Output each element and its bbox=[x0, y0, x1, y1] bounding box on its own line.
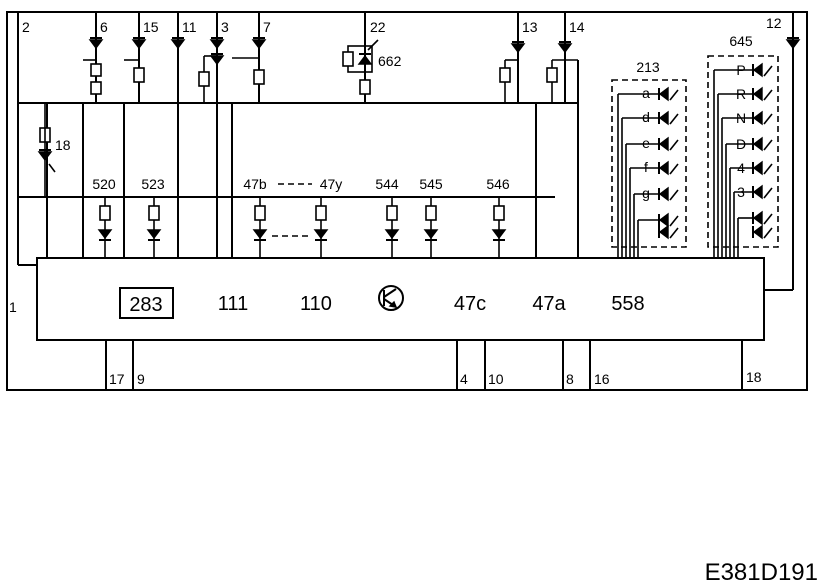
switch-645-contact-icon bbox=[763, 65, 773, 77]
component-label: 546 bbox=[486, 176, 510, 192]
led-18 bbox=[37, 103, 56, 197]
component-label: 545 bbox=[419, 176, 443, 192]
switch-645-contact-icon bbox=[752, 184, 763, 200]
module-label: 47c bbox=[454, 293, 486, 315]
switch-213-contact-icon bbox=[669, 215, 679, 227]
switch-645-contact-icon bbox=[763, 139, 773, 151]
switch-213-contact-icon bbox=[669, 113, 679, 125]
switch-213-position: e bbox=[642, 135, 650, 151]
pin-label-top: 13 bbox=[522, 19, 538, 35]
pin-label-bottom: 9 bbox=[137, 371, 145, 387]
component-label: 18 bbox=[55, 137, 71, 153]
pin-label-top: 6 bbox=[100, 19, 108, 35]
module-label: 47a bbox=[532, 293, 566, 315]
component-label: 520 bbox=[92, 176, 116, 192]
switch-213-contact-icon bbox=[658, 136, 669, 152]
switch-645-contact-icon bbox=[752, 210, 763, 226]
switch-645-contact-icon bbox=[752, 110, 763, 126]
indicator-leds bbox=[97, 183, 507, 258]
diagram-code: E381D191 bbox=[705, 559, 818, 586]
branch-wires bbox=[82, 60, 579, 258]
component-label: 47b bbox=[243, 176, 267, 192]
pin-label-bottom: 10 bbox=[488, 371, 504, 387]
switch-213-position: d bbox=[642, 109, 650, 125]
component-label: 662 bbox=[378, 53, 402, 69]
pin-label-bottom: 17 bbox=[109, 371, 125, 387]
module-label: 558 bbox=[611, 293, 644, 315]
switch-213-box bbox=[611, 79, 687, 258]
module-boxed-label: 283 bbox=[129, 294, 162, 316]
switch-213-contact-icon bbox=[658, 160, 669, 176]
component-label: 544 bbox=[375, 176, 399, 192]
switch-213-contact-icon bbox=[669, 227, 679, 239]
switch-213-contact-icon bbox=[669, 163, 679, 175]
component-label: 213 bbox=[636, 59, 660, 75]
switch-645-contact-icon bbox=[752, 62, 763, 78]
switch-645-contact-icon bbox=[763, 113, 773, 125]
pin-label-left: 1 bbox=[9, 299, 17, 315]
pin-label-bottom: 4 bbox=[460, 371, 468, 387]
module-label: 110 bbox=[300, 293, 332, 315]
switch-645-contact-icon bbox=[763, 227, 773, 239]
switch-213-position: f bbox=[644, 159, 648, 175]
switch-645-contact-icon bbox=[763, 213, 773, 225]
module-label: 111 bbox=[218, 293, 248, 315]
pin-label-top: 3 bbox=[221, 19, 229, 35]
pin-label-top: 7 bbox=[263, 19, 271, 35]
pin-label-bottom: 8 bbox=[566, 371, 574, 387]
sensor-symbol-icon bbox=[378, 285, 404, 311]
switch-213-contact-icon bbox=[658, 212, 669, 228]
switch-645-contact-icon bbox=[752, 136, 763, 152]
component-label: 47y bbox=[320, 176, 343, 192]
switch-645-position: R bbox=[736, 86, 746, 102]
switch-645-contact-icon bbox=[752, 86, 763, 102]
pin-label-top: 22 bbox=[370, 19, 386, 35]
switch-213-position: g bbox=[642, 185, 650, 201]
switch-645-position: N bbox=[736, 110, 746, 126]
boxed-label-frame bbox=[119, 287, 174, 319]
switch-645-position: 4 bbox=[737, 160, 745, 176]
pin-label-bottom: 18 bbox=[746, 369, 762, 385]
outer-frame bbox=[6, 11, 808, 391]
switch-645-contact-icon bbox=[752, 160, 763, 176]
top-diodes bbox=[88, 37, 801, 66]
led-662-group bbox=[342, 39, 379, 95]
component-label: 645 bbox=[729, 33, 753, 49]
switch-213-contact-icon bbox=[658, 110, 669, 126]
pin-label-top: 15 bbox=[143, 19, 159, 35]
component-label: 523 bbox=[141, 176, 165, 192]
pin-label-top: 11 bbox=[182, 19, 197, 35]
switch-645-contact-icon bbox=[752, 224, 763, 240]
switch-213-contact-icon bbox=[669, 189, 679, 201]
pin-label-top: 14 bbox=[569, 19, 585, 35]
pin-label-top: 2 bbox=[22, 19, 30, 35]
top-pin-wires bbox=[17, 12, 794, 291]
switch-645-contact-icon bbox=[763, 187, 773, 199]
switch-645-position: D bbox=[736, 136, 746, 152]
switch-645-position: 3 bbox=[737, 184, 745, 200]
switch-213-contact-icon bbox=[658, 224, 669, 240]
switch-213-contact-icon bbox=[669, 89, 679, 101]
switch-213-contact-icon bbox=[658, 86, 669, 102]
switch-213-contact-icon bbox=[669, 139, 679, 151]
top-resistors bbox=[39, 55, 578, 143]
switch-645-position: P bbox=[736, 62, 745, 78]
switch-645-contact-icon bbox=[763, 89, 773, 101]
pin-label-bottom: 16 bbox=[594, 371, 610, 387]
switch-213-contact-icon bbox=[658, 186, 669, 202]
switch-213-position: a bbox=[642, 85, 650, 101]
pin-label-top: 12 bbox=[766, 15, 782, 31]
switch-645-box bbox=[707, 55, 779, 258]
bottom-pin-wires bbox=[105, 340, 743, 390]
switch-645-contact-icon bbox=[763, 163, 773, 175]
